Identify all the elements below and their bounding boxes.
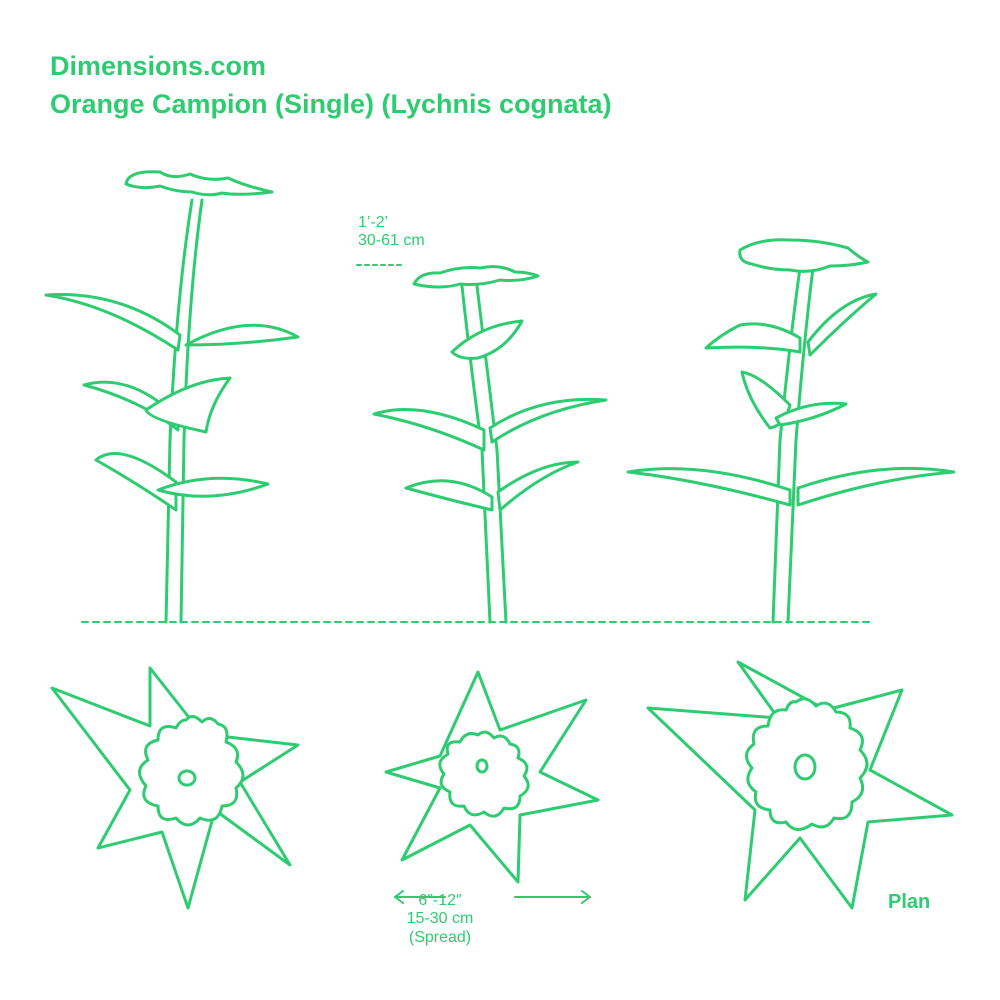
leaf	[496, 460, 580, 512]
flower	[438, 730, 530, 818]
leaf	[796, 466, 956, 507]
plan-label: Plan	[888, 891, 931, 913]
plant-title: Orange Campion (Single) (Lychnis cognata…	[50, 89, 612, 119]
leaf	[774, 401, 848, 427]
spread-arrows	[394, 890, 591, 904]
elevation-plant-3	[626, 238, 956, 624]
flower-head	[412, 265, 540, 289]
elevation-plant-2	[372, 265, 608, 624]
flower-center	[177, 769, 197, 787]
leaf	[184, 323, 300, 347]
leaf	[94, 452, 178, 512]
plan-view-3	[646, 660, 954, 910]
stem	[771, 266, 815, 624]
arrow-head-right	[581, 890, 591, 904]
height-metric: 30-61 cm	[358, 232, 425, 250]
height-dimension: 1’-2’ 30-61 cm	[358, 214, 425, 251]
arrow-head-left	[394, 890, 404, 904]
leaf	[704, 322, 802, 354]
spread-metric: 15-30 cm	[406, 910, 474, 928]
leaf	[44, 293, 182, 352]
plan-view-2	[384, 670, 600, 884]
flower-center	[475, 758, 489, 774]
height-imperial: 1’-2’	[358, 214, 389, 231]
leaf	[450, 319, 524, 360]
leaf	[806, 292, 878, 357]
elevation-plant-1	[44, 170, 300, 624]
leaf	[488, 397, 608, 444]
leaf	[404, 479, 494, 512]
leaf	[372, 408, 486, 452]
flower-head	[124, 170, 274, 197]
spread-note: (Spread)	[408, 928, 472, 946]
leaf	[156, 476, 270, 498]
site-title: Dimensions.com	[50, 51, 267, 81]
leaf	[626, 467, 792, 507]
flower-head	[738, 238, 870, 273]
flower-center	[793, 753, 817, 781]
plan-view-1	[50, 666, 300, 910]
leaf	[144, 376, 232, 434]
